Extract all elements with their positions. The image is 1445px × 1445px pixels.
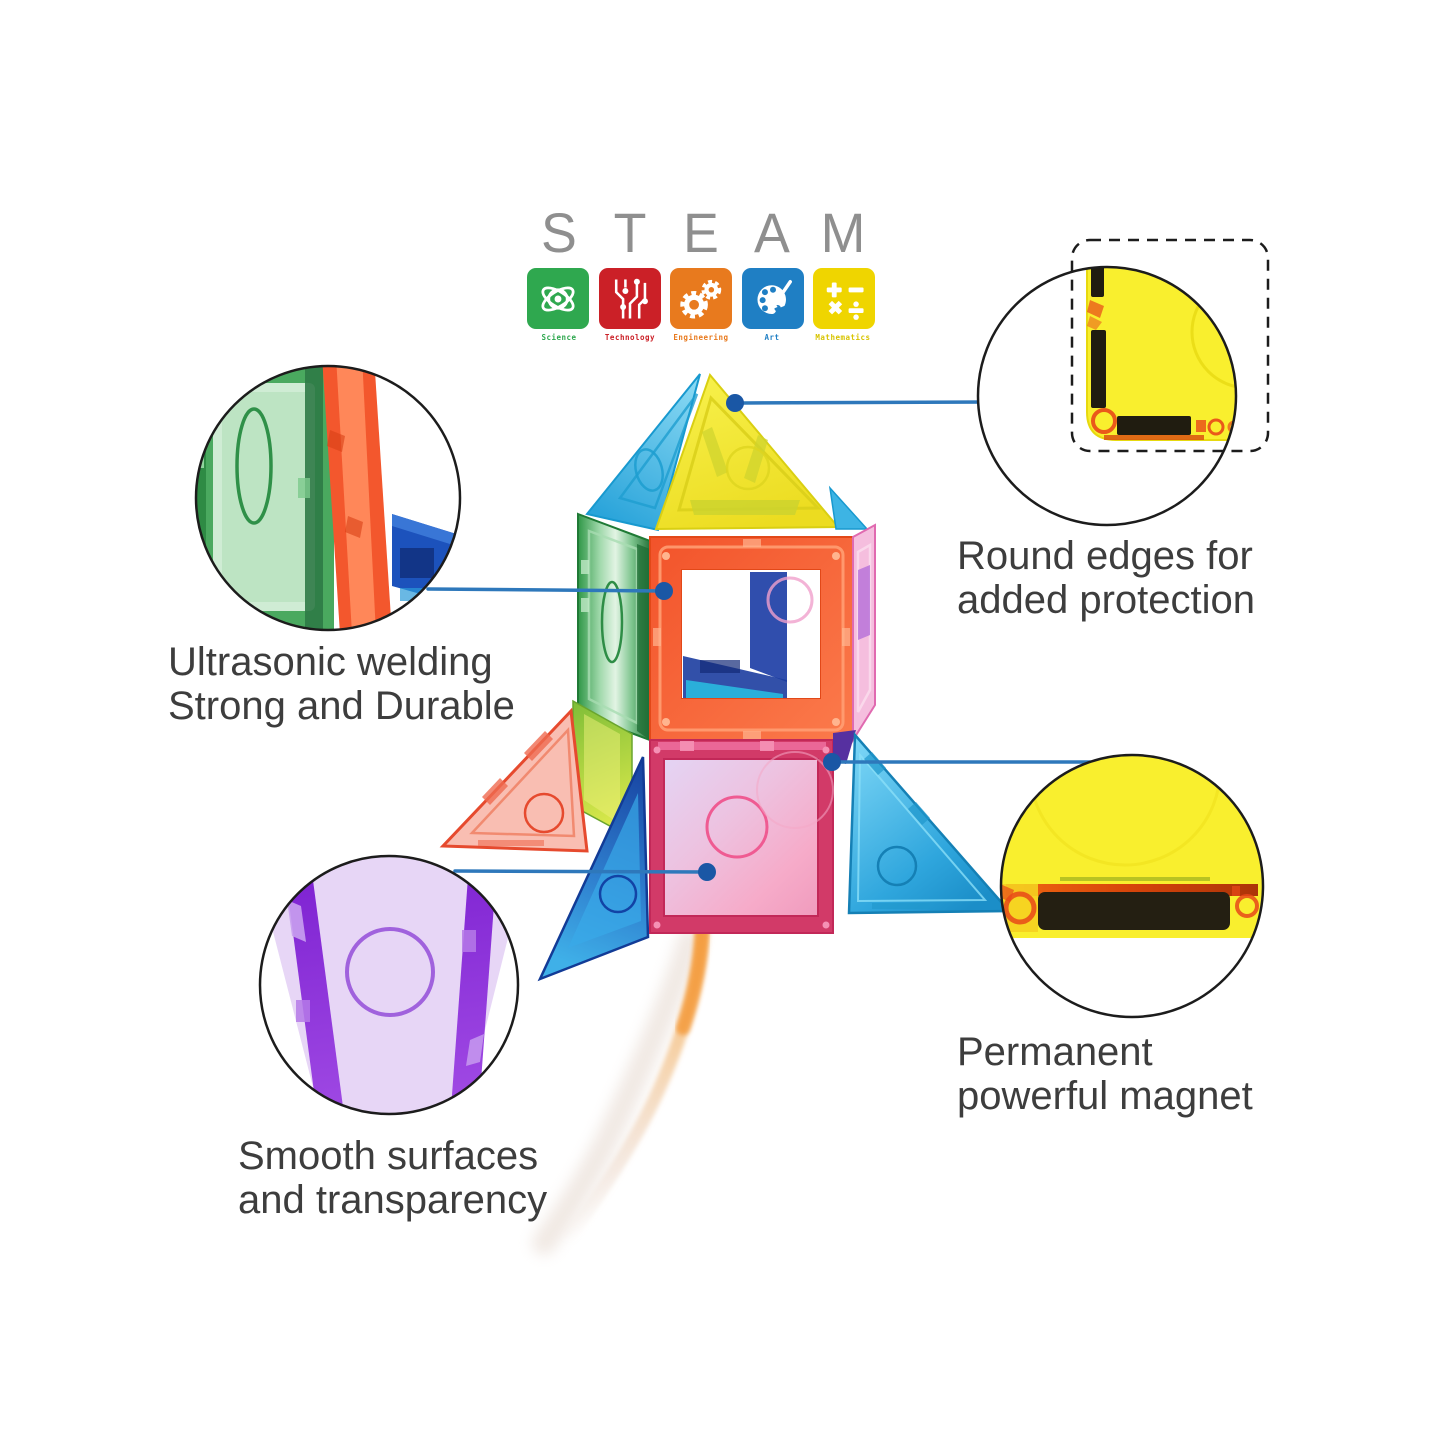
math-symbols-icon [826,281,864,320]
leader-dot-magnet [823,753,841,771]
yellowgreen-highlight [584,714,620,824]
steam-letter-e: E [683,201,719,264]
leader-dot-ultrasonic [655,582,673,600]
mathematics-tile [813,268,875,329]
caption-ultrasonic: Ultrasonic welding Strong and Durable [168,640,515,728]
steam-letter-s: S [541,201,577,264]
nose-yellow-tile [654,373,841,531]
caption-round-edges: Round edges for added protection [957,534,1255,622]
callout-round-edges-circle [976,238,1270,527]
leader-line-ultrasonic [426,587,666,593]
pink-body-tile [649,739,834,934]
steam-logo-tiles [527,268,875,329]
violet-corner-piece [833,730,856,764]
steam-letter-t: T [613,201,647,264]
palette-icon [756,279,792,314]
technology-label: Technology [604,333,656,342]
leader-dot-round-edges [726,394,744,412]
leader-line-round-edges [742,400,992,405]
nose-cyan-tile [585,373,701,532]
caption-round-edges-line2: added protection [957,578,1256,622]
mathematics-label: Mathematics [815,333,871,342]
dashed-zoom-box [1070,238,1270,453]
leader-line-smooth [453,869,709,874]
steam-letter-a: A [754,201,790,264]
caption-smooth-line1: Smooth surfaces [238,1134,539,1178]
leader-lines [426,400,1092,874]
callout-magnet-circle [999,753,1265,1019]
engineering-label: Engineering [673,333,729,342]
caption-magnet-line1: Permanent [957,1030,1153,1074]
caption-ultrasonic-line2: Strong and Durable [168,684,515,728]
window-interior [682,570,820,698]
science-tile [527,268,589,329]
caption-magnet-line2: powerful magnet [957,1074,1253,1118]
steam-letter-m: M [820,201,866,264]
red-fin-tile [439,707,589,853]
circuit-icon [614,278,648,319]
steam-logo-labels: Science Technology Engineering Art Mathe… [527,333,875,342]
nose-right-sliver [828,485,869,530]
caption-smooth: Smooth surfaces and transparency [238,1134,547,1222]
green-side-tile [577,512,651,742]
caption-round-edges-line1: Round edges for [957,534,1253,578]
callout-ultrasonic-circle [194,364,462,632]
gears-icon [680,279,722,319]
art-tile [741,268,804,329]
caption-smooth-line2: and transparency [238,1178,548,1222]
atom-icon [541,285,575,312]
rocket-flame [532,919,710,1255]
engineering-tile [670,268,732,329]
leader-dot-smooth [698,863,716,881]
steam-logo-letters: S T E A M [527,204,875,262]
callout-smooth-circle [258,854,520,1116]
caption-magnet: Permanent powerful magnet [957,1030,1253,1118]
caption-ultrasonic-line1: Ultrasonic welding [168,640,493,684]
leader-dots [655,394,841,881]
technology-tile [598,268,661,329]
art-label: Art [764,333,780,342]
pink-side-tile [852,523,876,744]
science-label: Science [541,333,577,342]
rocket [439,373,1012,982]
